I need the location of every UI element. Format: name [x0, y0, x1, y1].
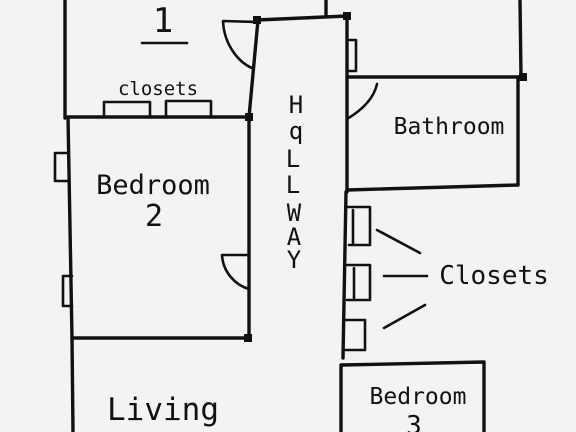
pointer-line	[382, 303, 427, 330]
hallway-left-wall	[247, 18, 260, 119]
hallway-top-closet	[345, 38, 358, 73]
hallway-letter: W	[287, 199, 302, 227]
hallway: H q L L W A Y	[221, 0, 358, 360]
bedroom-2-door-swing	[220, 253, 251, 291]
hallway-letter: Y	[287, 246, 302, 274]
closet-2	[345, 263, 372, 302]
bedroom-2: Bedroom 2	[53, 113, 253, 342]
bedroom-3-number: 3	[406, 411, 422, 432]
bedroom-3-label: Bedroom	[370, 384, 467, 410]
closets-right-label: Closets	[439, 261, 549, 291]
hallway-letter: q	[289, 117, 303, 145]
pointer-line	[375, 228, 422, 255]
bathroom-bottom-wall	[345, 183, 520, 192]
hallway-letter: L	[286, 171, 300, 199]
closet-box-1	[102, 100, 152, 119]
room-top-right-wall	[518, 0, 523, 79]
top-closets: closets	[102, 78, 213, 119]
bedroom-3: Bedroom 3	[339, 360, 486, 432]
hallway-corner	[343, 12, 351, 20]
bathroom-corner	[519, 73, 527, 81]
room-1-door-swing	[221, 19, 259, 70]
hallway-corner	[253, 16, 261, 24]
closet-3	[343, 318, 367, 352]
closet-box-2	[164, 99, 213, 119]
living-label: Living	[107, 392, 219, 428]
closet-1	[345, 205, 372, 247]
bedroom-2-number: 2	[145, 199, 163, 234]
bedroom-2-label: Bedroom	[96, 170, 210, 201]
room-1: 1	[63, 0, 189, 120]
bedroom-2-corner	[244, 334, 252, 342]
hallway-letter: H	[289, 91, 303, 119]
bedroom-3-walls	[339, 360, 486, 432]
hallway-letter: A	[287, 223, 302, 251]
living-left-wall	[70, 336, 75, 432]
living-room: Living	[70, 336, 219, 432]
hallway-closets: Closets	[343, 205, 549, 352]
bedroom-2-window	[61, 274, 74, 308]
bathroom: Bathroom	[345, 0, 527, 192]
room-1-label: 1	[153, 1, 173, 41]
bathroom-door-swing	[345, 82, 379, 121]
hallway-right-wall-lower	[341, 190, 348, 360]
bathroom-label: Bathroom	[394, 114, 505, 140]
closets-top-label: closets	[118, 78, 198, 100]
hallway-top-wall	[255, 14, 349, 22]
bedroom-2-window	[53, 151, 70, 183]
hallway-letter: L	[286, 145, 300, 173]
